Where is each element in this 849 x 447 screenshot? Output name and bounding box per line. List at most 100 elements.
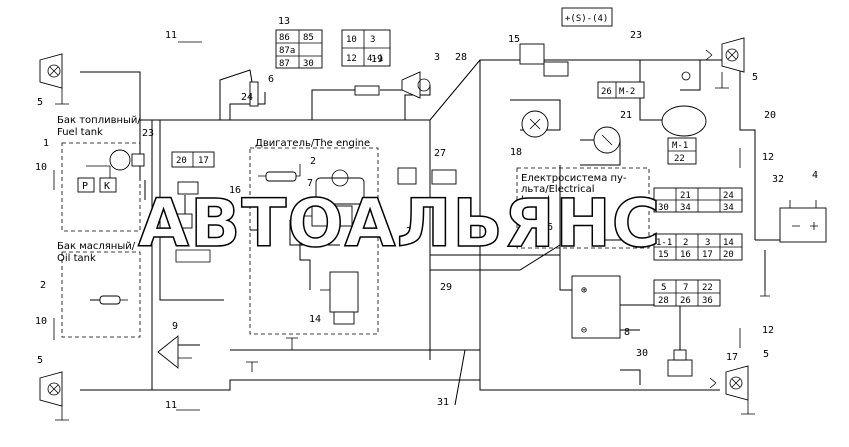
callout-number: 12: [762, 152, 774, 163]
enclosures: [61, 142, 650, 338]
callout-number: 5: [37, 355, 43, 366]
callout-number: 21: [620, 110, 632, 121]
motor-18: [521, 110, 549, 138]
lamp-top-right: [705, 37, 745, 89]
callout-number: 29: [440, 282, 452, 293]
relay-pin: 87a: [279, 46, 295, 56]
board-pin: 24: [723, 191, 734, 201]
callout-number: 19: [371, 54, 383, 65]
callout-number: 31: [437, 397, 449, 408]
motor-20: M-1 22: [661, 105, 707, 165]
callout-number: 10: [35, 316, 47, 327]
callout-number: 16: [229, 185, 241, 196]
electric-board-line3: board: [521, 195, 550, 206]
oil-sensor: [99, 295, 128, 305]
callout-number: 5: [752, 72, 758, 83]
engine-box: [249, 147, 379, 335]
callout-number: 30: [636, 348, 648, 359]
callouts: 1 2 2 3 4 4 5 5 5 5 6 7 8 9 10 10 11 11 …: [35, 16, 818, 411]
callout-number: 23: [142, 128, 154, 139]
lamp-top-left: [39, 53, 69, 105]
connector-pin: 17: [198, 156, 209, 166]
electric-board-line1: Електросистема пу-: [521, 173, 627, 184]
motor-21: [593, 126, 621, 154]
sensor-19: [354, 85, 380, 96]
board-pin: 14: [723, 238, 734, 248]
oil-tank-label-ru: Бак масляный/: [57, 241, 136, 252]
callout-number: 15: [508, 34, 520, 45]
board-pin: 30: [658, 203, 669, 213]
switch-6: [249, 81, 259, 107]
callout-number: 32: [772, 174, 784, 185]
callout-number: 4: [314, 237, 320, 248]
callout-number: 4: [812, 170, 818, 181]
connector-lower: 5 7 22 28 26 36: [653, 279, 721, 307]
board-pin: 16: [680, 250, 691, 260]
callout-number: 28: [455, 52, 467, 63]
board-pin: 2: [683, 238, 688, 248]
oil-tank-label-en: Oil tank: [57, 253, 96, 264]
connector-26-m2: 26 M-2: [597, 81, 645, 99]
battery: ⊕ ⊖: [571, 275, 621, 339]
board-pin: 3: [705, 238, 710, 248]
callout-number: 1: [43, 138, 49, 149]
terminal-pin: 12: [346, 54, 357, 64]
battery-plus: ⊕: [581, 285, 587, 296]
relay-13: 86 85 87a 87 30: [275, 29, 323, 69]
connector-pin: 22: [674, 154, 685, 164]
callout-number: 14: [309, 314, 321, 325]
battery-minus: ⊖: [581, 325, 587, 336]
connector-pin: 36: [702, 296, 713, 306]
callout-number: 3: [434, 52, 440, 63]
lamp-bottom-left: [39, 371, 69, 421]
watermark: АВТОАЛЬЯНС: [138, 185, 661, 262]
callout-number: 2: [310, 156, 316, 167]
electrical-board-box: [516, 167, 650, 249]
callout-number: 23: [630, 30, 642, 41]
oil-tank-box: [61, 251, 141, 338]
callout-number: 10: [35, 162, 47, 173]
terminal-pin: 3: [370, 35, 375, 45]
callout-number: 5: [763, 349, 769, 360]
relay-pin: 86: [279, 33, 290, 43]
callout-number: 9: [172, 321, 178, 332]
callout-number: 7: [307, 178, 313, 189]
starter-motor: [286, 271, 359, 350]
electric-board-line2: льта/Electrical: [521, 184, 595, 195]
switch-17: [667, 349, 693, 377]
board-pin: 34: [723, 203, 734, 213]
connector-20-17: 20 17: [171, 151, 215, 168]
connector-pin: 20: [176, 156, 187, 166]
terminal-block-top: 10 3 12 4-1: [341, 29, 391, 67]
engine-label: Двигатель/The engine: [255, 138, 370, 149]
callout-number: 17: [726, 352, 738, 363]
board-pin: 15: [658, 250, 669, 260]
engine-sensor: [258, 164, 301, 182]
board-pin: 34: [680, 203, 691, 213]
connector-pin: M-2: [619, 87, 635, 97]
terminal-pin: 4-1: [367, 54, 383, 64]
lamp-bottom-right: [709, 365, 755, 415]
fuel-gauge-k: K: [104, 181, 110, 192]
callout-number: 8: [624, 327, 630, 338]
callout-number: 11: [165, 400, 177, 411]
horn-9: [157, 335, 192, 369]
callout-number: 6: [268, 74, 274, 85]
horn: [401, 71, 431, 99]
component-27: [397, 167, 457, 185]
callout-number: 25: [406, 226, 418, 237]
callout-number: 5: [37, 97, 43, 108]
fuel-tank-label-ru: Бак топливный/: [57, 115, 141, 126]
connector-pin: 28: [658, 296, 669, 306]
fuel-tank-box: [61, 142, 141, 232]
callout-number: 2: [40, 280, 46, 291]
fuel-sender: P K: [77, 149, 145, 193]
connector-pin: 5: [661, 283, 666, 293]
connector-pin: 22: [702, 283, 713, 293]
connector-pin: 7: [683, 283, 688, 293]
connector-pin: M-1: [672, 141, 688, 151]
relay-pin: 87: [279, 59, 290, 69]
connector-pin: 26: [601, 87, 612, 97]
